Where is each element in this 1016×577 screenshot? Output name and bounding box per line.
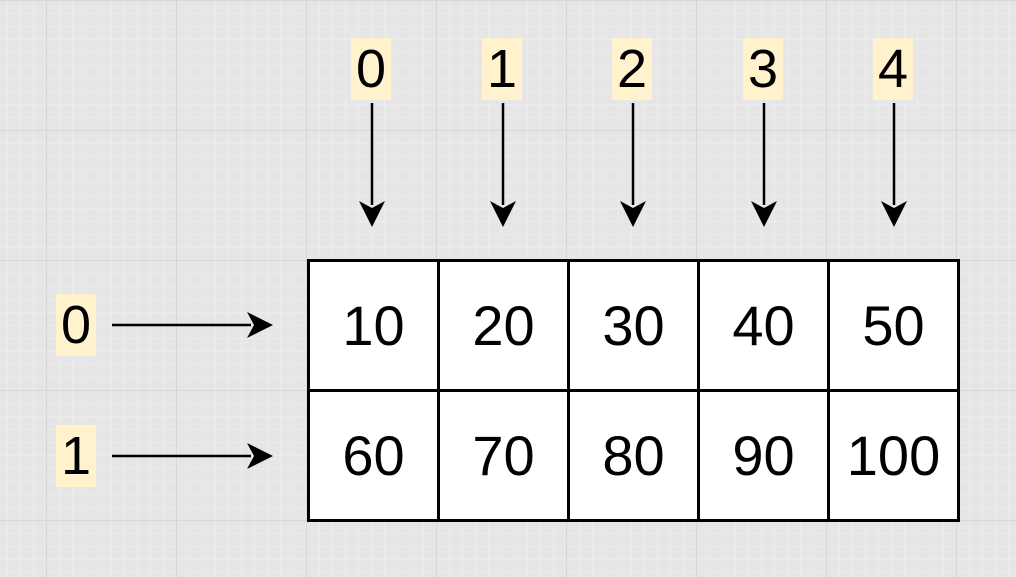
table-cell: 50	[827, 259, 960, 392]
table-row: 10 20 30 40 50	[307, 259, 960, 392]
table-cell: 40	[697, 259, 830, 392]
table-cell: 70	[437, 389, 570, 522]
column-index-1: 1	[482, 38, 522, 100]
column-index-3: 3	[743, 38, 783, 100]
column-index-0: 0	[351, 38, 391, 100]
table-cell: 20	[437, 259, 570, 392]
table-cell: 100	[827, 389, 960, 522]
table-cell: 80	[567, 389, 700, 522]
column-index-2: 2	[612, 38, 652, 100]
row-index-1: 1	[56, 425, 96, 487]
table-cell: 30	[567, 259, 700, 392]
table-row: 60 70 80 90 100	[307, 389, 960, 522]
table-cell: 60	[307, 389, 440, 522]
table-cell: 90	[697, 389, 830, 522]
array-table: 10 20 30 40 50 60 70 80 90 100	[307, 259, 960, 522]
table-cell: 10	[307, 259, 440, 392]
column-index-4: 4	[873, 38, 913, 100]
row-index-0: 0	[56, 294, 96, 356]
